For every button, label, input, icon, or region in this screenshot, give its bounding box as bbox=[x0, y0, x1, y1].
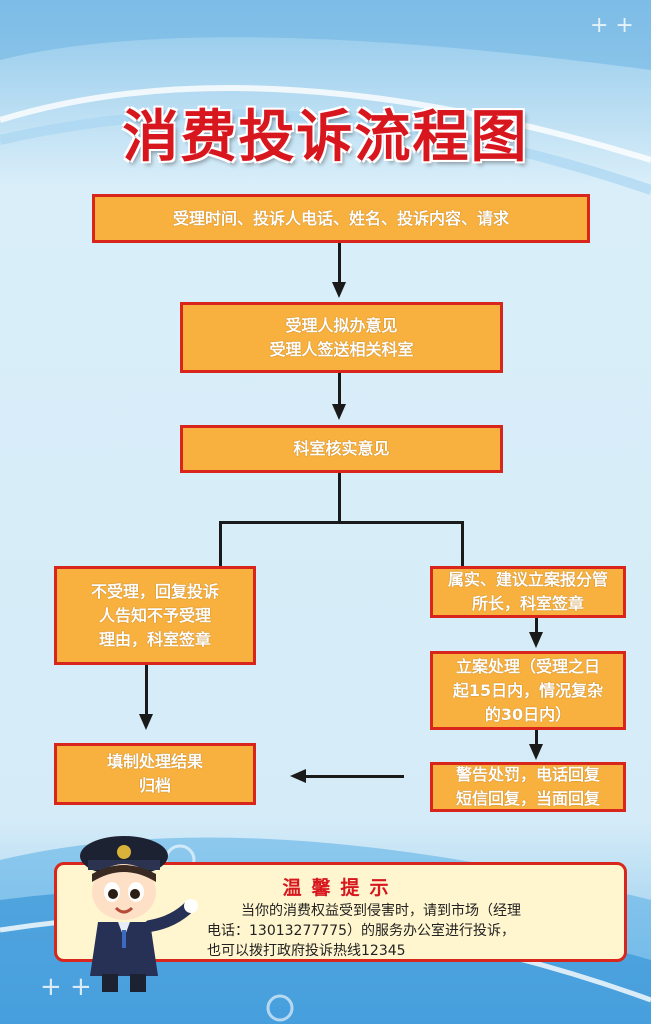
tip-line: 电话：13013277775）的服务办公室进行投诉， bbox=[207, 923, 515, 939]
svg-text:+ +: + + bbox=[40, 972, 92, 1002]
tip-text: 当你的消费权益受到侵害时，请到市场（经理 电话：13013277775）的服务办… bbox=[207, 901, 612, 961]
step-text: 起15日内，情况复杂 bbox=[452, 680, 604, 700]
step-file-case: 属实、建议立案报分管 所长，科室签章 bbox=[430, 566, 626, 618]
arrow-down-icon bbox=[529, 632, 543, 648]
step-text: 理由，科室签章 bbox=[98, 629, 211, 649]
arrow-down-icon bbox=[139, 714, 153, 730]
connector-line bbox=[535, 618, 538, 634]
officer-mascot-icon bbox=[80, 836, 198, 992]
step-text: 受理人签送相关科室 bbox=[269, 339, 414, 359]
tip-title: 温馨提示 bbox=[282, 877, 399, 899]
connector-line bbox=[535, 730, 538, 746]
step-text: 受理时间、投诉人电话、姓名、投诉内容、请求 bbox=[172, 208, 509, 228]
step-penalty-reply: 警告处罚，电话回复 短信回复，当面回复 bbox=[430, 762, 626, 812]
arrow-down-icon bbox=[332, 282, 346, 298]
page-title: 消费投诉流程图 bbox=[122, 104, 529, 170]
connector-line bbox=[338, 373, 341, 405]
tip-box: 温馨提示 当你的消费权益受到侵害时，请到市场（经理 电话：13013277775… bbox=[54, 862, 627, 962]
step-archive: 填制处理结果 归档 bbox=[54, 743, 256, 805]
step-text: 归档 bbox=[138, 776, 171, 795]
svg-text:+ +: + + bbox=[590, 13, 634, 38]
connector-line bbox=[219, 521, 222, 568]
step-text: 属实、建议立案报分管 bbox=[447, 570, 608, 589]
step-verify: 科室核实意见 bbox=[180, 425, 503, 473]
arrow-down-icon bbox=[332, 404, 346, 420]
step-reject: 不受理，回复投诉 人告知不予受理 理由，科室签章 bbox=[54, 566, 256, 665]
step-process-case: 立案处理（受理之日 起15日内，情况复杂 的30日内） bbox=[430, 651, 626, 730]
arrow-left-icon bbox=[290, 769, 306, 783]
connector-line bbox=[461, 521, 464, 568]
step-text: 不受理，回复投诉 bbox=[90, 581, 219, 601]
connector-line bbox=[145, 665, 148, 715]
step-accept-info: 受理时间、投诉人电话、姓名、投诉内容、请求 bbox=[92, 194, 590, 243]
step-text: 人告知不予受理 bbox=[98, 605, 211, 625]
connector-line bbox=[304, 775, 404, 778]
step-draft-opinion: 受理人拟办意见 受理人签送相关科室 bbox=[180, 302, 503, 373]
step-text: 填制处理结果 bbox=[106, 752, 203, 771]
tip-line: 当你的消费权益受到侵害时，请到市场（经理 bbox=[241, 903, 521, 919]
arrow-down-icon bbox=[529, 744, 543, 760]
connector-line bbox=[338, 243, 341, 283]
connector-line bbox=[338, 473, 341, 522]
step-text: 警告处罚，电话回复 bbox=[455, 765, 600, 784]
step-text: 的30日内） bbox=[484, 704, 572, 724]
branch-line bbox=[219, 521, 464, 524]
step-text: 科室核实意见 bbox=[293, 439, 390, 458]
step-text: 短信回复，当面回复 bbox=[455, 789, 600, 808]
tip-line: 也可以拨打政府投诉热线12345 bbox=[207, 943, 406, 959]
step-text: 所长，科室签章 bbox=[471, 594, 584, 613]
step-text: 立案处理（受理之日 bbox=[455, 656, 600, 676]
step-text: 受理人拟办意见 bbox=[285, 315, 398, 335]
